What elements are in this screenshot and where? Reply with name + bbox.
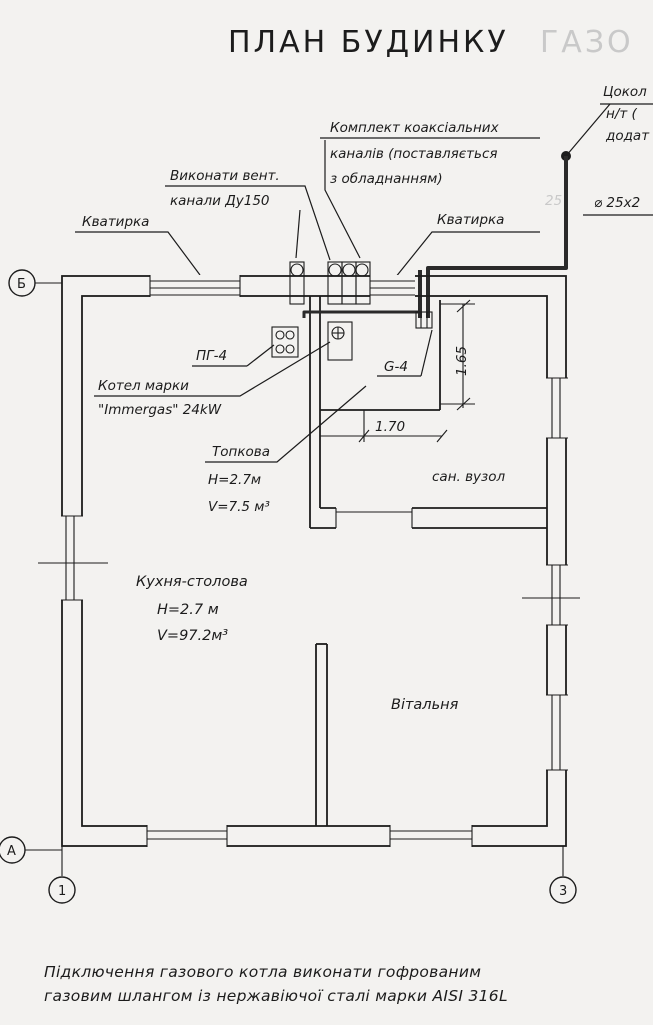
label-boiler-1: Котел марки	[98, 378, 189, 394]
dimension-vertical-label: 1.65	[454, 346, 470, 376]
window-left	[38, 515, 108, 601]
window-right-upper	[546, 377, 568, 439]
coax-leader	[324, 140, 361, 259]
label-kitchen-h: H=2.7 м	[157, 602, 219, 618]
label-boiler-room-h: H=2.7м	[208, 472, 261, 488]
vent-leader	[165, 185, 331, 261]
axis-3-marker	[549, 846, 577, 904]
kvatyrka-right-leader	[394, 231, 540, 279]
label-g4: G-4	[384, 359, 408, 375]
label-coax-2: каналів (поставляється	[330, 146, 498, 162]
stove-pg4-icon	[271, 326, 299, 358]
plan-title: ПЛАН БУДИНКУ	[228, 25, 509, 60]
window-bottom-right	[389, 825, 473, 847]
vent-channels	[289, 261, 371, 305]
vent-leader-2	[295, 209, 301, 259]
label-tsokol: Цокол	[603, 84, 647, 100]
kvatyrka-left-leader	[75, 231, 201, 276]
dimension-horizontal-label: 1.70	[375, 419, 405, 435]
label-kitchen: Кухня-столова	[136, 574, 248, 590]
axis-1-label: 1	[58, 884, 66, 899]
label-dodat: додат	[605, 128, 650, 144]
window-right-lower	[546, 694, 568, 771]
pipe-size-label: ⌀ 25х2	[594, 195, 640, 211]
label-nt: н/т (	[606, 106, 638, 122]
label-coax-1: Комплект коаксіальних	[330, 120, 500, 136]
boiler-room-leader	[205, 385, 367, 463]
faint-bleed-title: ГАЗО	[540, 25, 634, 60]
interior-partitions	[309, 296, 547, 826]
label-pg4: ПГ-4	[196, 348, 227, 364]
label-vent-1: Виконати вент.	[170, 168, 280, 184]
note-line-1: Підключення газового котла виконати гофр…	[44, 963, 482, 981]
label-boiler-room-v: V=7.5 м³	[208, 499, 270, 515]
axis-b-marker	[8, 269, 62, 297]
label-kvatyrka-right: Кватирка	[437, 212, 504, 228]
boiler-leader	[94, 341, 331, 397]
gas-pipe	[426, 156, 568, 318]
label-vent-2: канали Ду150	[170, 193, 270, 209]
outer-wall-inner	[81, 295, 548, 827]
axis-a-marker	[0, 836, 62, 864]
label-coax-3: з обладнанням)	[330, 171, 443, 187]
axis-b-label: Б	[17, 277, 26, 292]
label-kvatyrka-left: Кватирка	[82, 214, 149, 230]
label-boiler-room: Топкова	[212, 444, 270, 460]
dimension-horizontal	[320, 410, 448, 443]
dimension-vertical	[440, 299, 475, 411]
axis-3-label: 3	[559, 884, 567, 899]
window-right-middle	[522, 564, 580, 626]
installation-note: Підключення газового котла виконати гофр…	[44, 960, 644, 1008]
window-bottom-left	[146, 825, 228, 847]
faint-number: 25	[545, 193, 562, 209]
outer-wall-outline	[61, 275, 567, 847]
axis-1-marker	[48, 846, 76, 904]
window-top-left	[149, 275, 241, 297]
leader-tsokol	[565, 103, 611, 157]
label-bathroom: сан. вузол	[432, 469, 505, 485]
gas-meter-g4-icon	[415, 311, 433, 329]
axis-a-label: А	[7, 844, 16, 859]
note-line-2: газовим шлангом із нержавіючої сталі мар…	[44, 987, 508, 1005]
label-boiler-2: "Immergas" 24kW	[98, 402, 222, 418]
g4-leader	[420, 329, 433, 377]
boiler-icon	[302, 310, 420, 361]
pg4-leader	[246, 344, 275, 367]
label-living-room: Вітальня	[391, 697, 459, 713]
label-kitchen-v: V=97.2м³	[157, 628, 228, 644]
window-top-right	[370, 275, 415, 297]
